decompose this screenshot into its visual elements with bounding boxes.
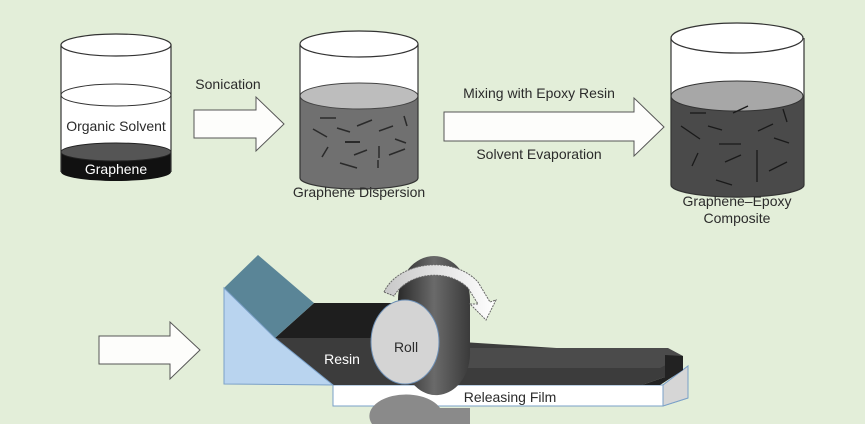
label-solvent-evaporation: Solvent Evaporation bbox=[476, 146, 601, 162]
wedge-top bbox=[224, 255, 314, 338]
beaker-organic-solvent: Organic Solvent Graphene bbox=[60, 33, 172, 181]
rotation-arrow-icon bbox=[383, 264, 497, 321]
roll-face bbox=[370, 299, 440, 385]
label-releasing-film: Releasing Film bbox=[464, 389, 557, 405]
composite-surface bbox=[670, 80, 804, 112]
wedge-side bbox=[223, 286, 335, 386]
graphene-flakes bbox=[312, 115, 408, 169]
caption-composite-line1: Graphene–Epoxy bbox=[683, 193, 792, 209]
label-mixing-epoxy: Mixing with Epoxy Resin bbox=[463, 85, 615, 101]
graphene-flakes bbox=[680, 105, 790, 186]
right-arrow-icon bbox=[98, 320, 201, 381]
label-organic-solvent: Organic Solvent bbox=[66, 118, 166, 134]
label-roll: Roll bbox=[394, 339, 418, 355]
right-arrow-icon bbox=[443, 96, 665, 158]
composite-liquid bbox=[671, 96, 804, 198]
solvent-surface bbox=[60, 83, 172, 107]
label-resin: Resin bbox=[324, 351, 360, 367]
rolling-process: Resin Roll Releasing Film bbox=[223, 255, 689, 424]
label-graphene: Graphene bbox=[85, 161, 147, 177]
roll-reflection bbox=[369, 394, 470, 424]
beaker-graphene-epoxy-composite: Graphene–Epoxy Composite bbox=[670, 22, 805, 226]
graphene-top-surface bbox=[60, 142, 172, 162]
right-arrow-icon bbox=[193, 95, 285, 153]
beaker-rim bbox=[299, 30, 419, 58]
caption-graphene-dispersion: Graphene Dispersion bbox=[293, 184, 425, 200]
beaker-graphene-dispersion: Graphene Dispersion bbox=[293, 30, 425, 200]
beaker-rim bbox=[60, 33, 172, 57]
arrow-sonication: Sonication bbox=[193, 76, 285, 153]
arrow-mixing: Mixing with Epoxy Resin Solvent Evaporat… bbox=[443, 85, 665, 162]
caption-composite-line2: Composite bbox=[704, 210, 771, 226]
label-sonication: Sonication bbox=[195, 76, 260, 92]
beaker-rim bbox=[670, 22, 804, 54]
dispersion-surface bbox=[299, 82, 419, 110]
